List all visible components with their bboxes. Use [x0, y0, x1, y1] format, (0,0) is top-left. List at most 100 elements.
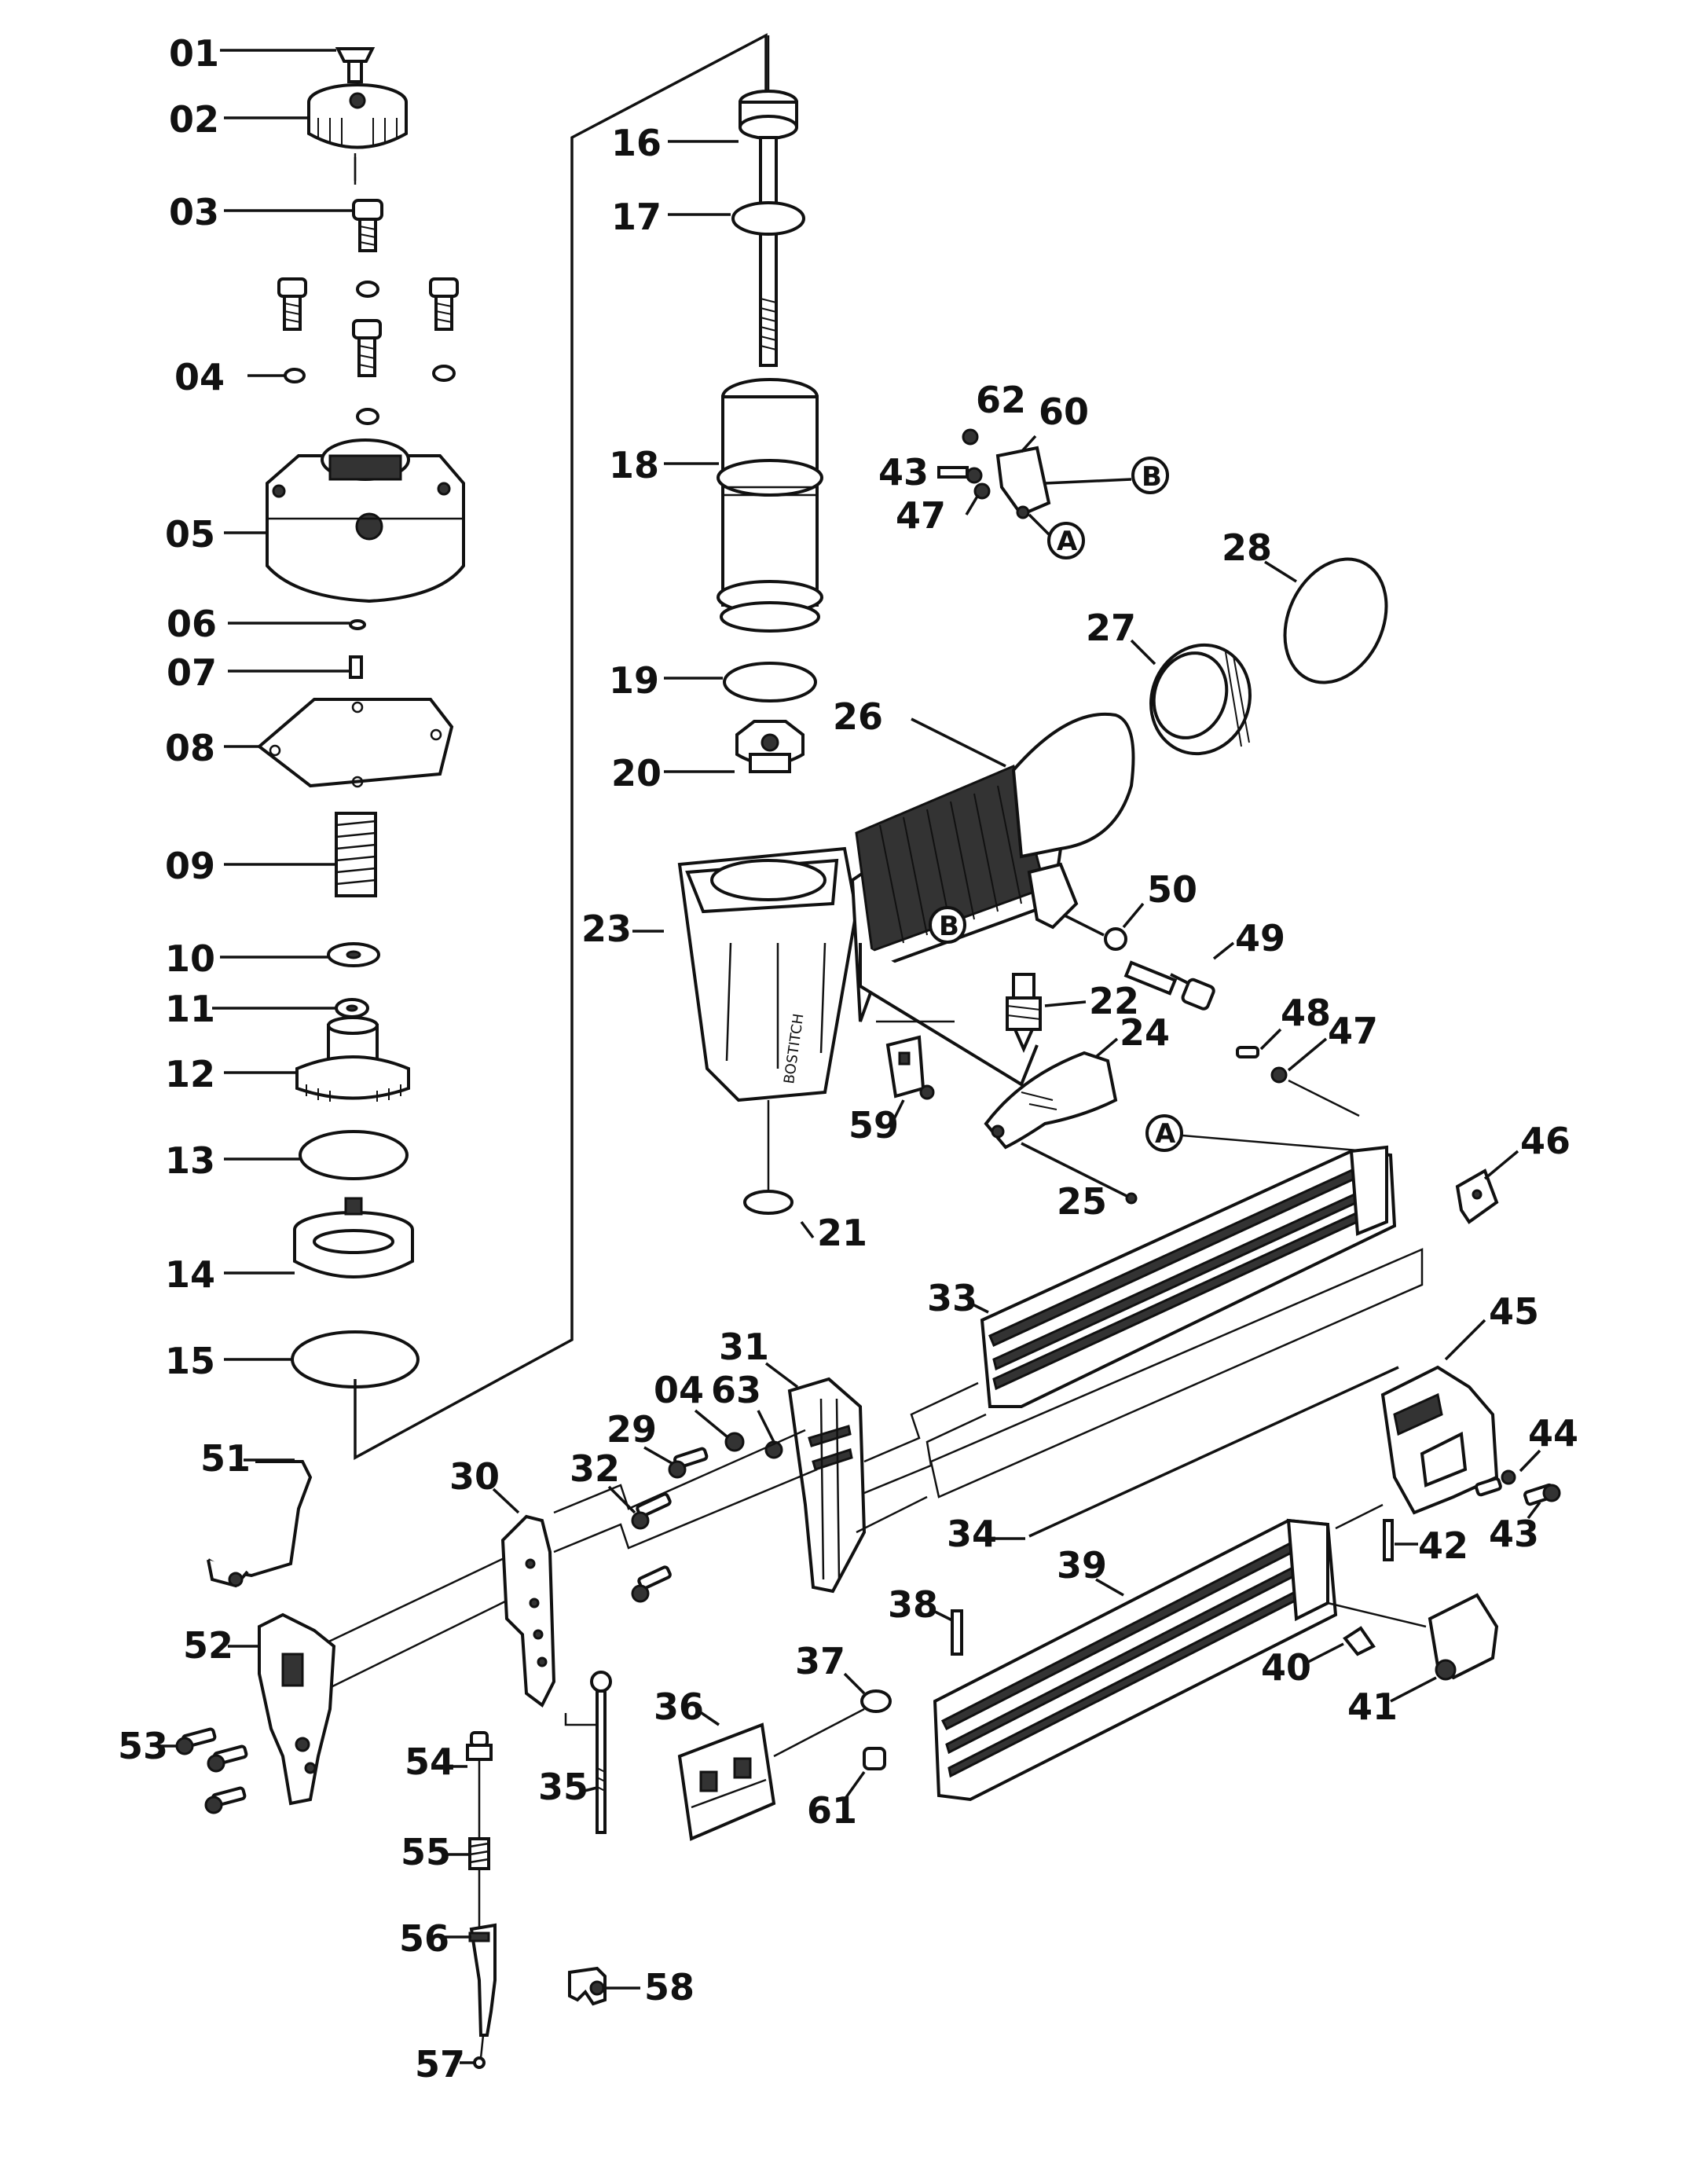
label-61: 61 — [807, 1789, 857, 1832]
part-28-o-ring — [1283, 557, 1388, 684]
label-01: 01 — [169, 32, 219, 75]
label-26: 26 — [833, 695, 883, 738]
label-12: 12 — [165, 1053, 215, 1095]
leader-63 — [757, 1410, 775, 1443]
label-20: 20 — [611, 752, 662, 794]
leader-47 — [1287, 1037, 1328, 1072]
label-31: 31 — [719, 1326, 769, 1368]
part-55-spring — [468, 1837, 490, 1870]
assembly-boundary-line — [354, 33, 768, 1460]
leader-26 — [911, 717, 1006, 768]
part-43-screw — [1523, 1483, 1561, 1506]
part-20-bumper — [735, 720, 805, 773]
leader-60 — [1020, 435, 1037, 453]
label-46: 46 — [1520, 1120, 1571, 1162]
label-30: 30 — [449, 1455, 500, 1498]
part-49-bolt — [1123, 960, 1215, 1011]
label-58: 58 — [644, 1966, 695, 2008]
leader-59 — [890, 1099, 905, 1124]
label-18: 18 — [609, 444, 659, 486]
part-35-rod — [590, 1671, 612, 1834]
part-03-bolt — [352, 199, 383, 252]
part-45-magazine-end — [1380, 1365, 1499, 1515]
leader-37 — [843, 1672, 866, 1695]
svg-text:B: B — [1142, 461, 1162, 493]
part-04-screws — [277, 277, 459, 425]
label-37: 37 — [795, 1640, 845, 1682]
label-09: 09 — [165, 845, 215, 887]
part-61-bushing — [863, 1747, 886, 1770]
label-47: 47 — [1328, 1010, 1378, 1052]
label-59: 59 — [849, 1104, 899, 1146]
label-29: 29 — [607, 1408, 657, 1451]
label-25: 25 — [1057, 1180, 1107, 1223]
part-40-nut — [1343, 1626, 1376, 1656]
part-34-strip-outline — [929, 1248, 1424, 1499]
part-33-magazine — [980, 1145, 1397, 1408]
label-11: 11 — [165, 988, 215, 1030]
part-22-trigger-valve — [1006, 973, 1042, 1053]
label-47-top: 47 — [896, 494, 946, 537]
label-60: 60 — [1039, 391, 1089, 433]
leader-30 — [492, 1488, 520, 1514]
part-19-o-ring — [723, 662, 817, 702]
part-12-head-valve — [295, 1016, 410, 1102]
part-14-cylinder-seal — [293, 1197, 414, 1278]
part-15-o-ring — [291, 1330, 420, 1388]
part-30-driver-guide-plate — [500, 1514, 556, 1708]
label-50: 50 — [1147, 868, 1197, 911]
part-48-screw — [1236, 1046, 1259, 1058]
leader-45 — [1444, 1319, 1486, 1361]
leader-29 — [643, 1446, 673, 1465]
label-62: 62 — [976, 379, 1026, 421]
part-11-seal — [335, 998, 369, 1018]
part-01-screw — [335, 47, 376, 83]
leader-40-line — [1327, 1601, 1427, 1628]
leader-lines-center — [632, 35, 770, 933]
depth-adjust-axis — [478, 1760, 485, 2059]
part-31-nose-piece — [787, 1377, 867, 1594]
part-52-contact-trip — [258, 1612, 336, 1806]
part-47-washer — [1270, 1066, 1288, 1084]
part-53-screws — [175, 1727, 248, 1814]
part-21-washer — [743, 1190, 794, 1215]
part-56-contact-arm — [468, 1923, 497, 2037]
part-39-magazine-base — [933, 1518, 1338, 1802]
label-53: 53 — [118, 1725, 168, 1767]
label-06: 06 — [167, 603, 217, 645]
leader-35-line — [564, 1713, 597, 1726]
part-60-bracket — [937, 428, 1051, 519]
label-55: 55 — [401, 1831, 451, 1873]
label-38: 38 — [888, 1583, 938, 1626]
part-13-o-ring — [299, 1130, 409, 1180]
part-26-tool-body: BOSTITCH — [677, 712, 1135, 1102]
leader-33 — [972, 1303, 989, 1314]
part-10-washer — [327, 942, 380, 967]
part-50-washer — [1104, 927, 1127, 951]
part-17-o-ring — [731, 201, 805, 236]
label-40: 40 — [1261, 1646, 1311, 1689]
part-06-o-ring — [349, 619, 366, 630]
part-08-gasket — [256, 698, 454, 788]
leader-28 — [1264, 560, 1297, 583]
part-58-clip — [568, 1966, 607, 2006]
part-59-clip — [885, 1035, 935, 1100]
part-29-bolt — [668, 1447, 709, 1479]
label-57: 57 — [415, 2043, 465, 2085]
part-30-bolt — [631, 1565, 672, 1603]
label-23: 23 — [581, 908, 632, 950]
part-27-end-cap — [1149, 643, 1252, 756]
leader-38 — [933, 1609, 953, 1622]
label-51: 51 — [200, 1437, 251, 1480]
leader-61 — [843, 1770, 866, 1801]
label-33: 33 — [927, 1277, 977, 1319]
leader-a-top — [1028, 513, 1050, 536]
part-25-pin — [1021, 1142, 1138, 1205]
leader-46 — [1483, 1150, 1519, 1180]
label-41: 41 — [1347, 1686, 1398, 1728]
leader-50-line — [1064, 914, 1105, 937]
leader-43 — [1527, 1501, 1541, 1520]
leader-41 — [1390, 1676, 1437, 1703]
leader-b-top — [1044, 478, 1132, 485]
